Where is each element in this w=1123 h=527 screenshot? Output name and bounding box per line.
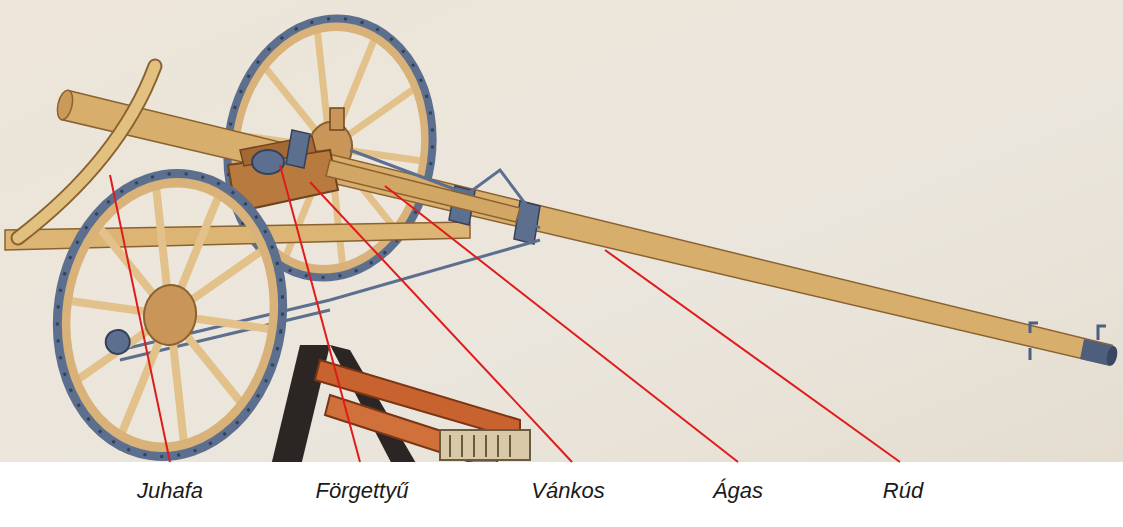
back-wheel xyxy=(211,5,449,291)
part-label: Rúd xyxy=(883,478,923,504)
partial-carriage xyxy=(270,345,530,462)
part-label: Förgettyű xyxy=(316,478,409,504)
pivot xyxy=(252,150,284,174)
pole-end-iron xyxy=(1030,323,1119,367)
leader-lines xyxy=(110,165,900,462)
parchment xyxy=(0,0,1123,462)
fork-arm xyxy=(326,160,520,222)
part-label: Ágas xyxy=(713,478,763,504)
juhafa-piece xyxy=(18,66,155,238)
iron-bands xyxy=(286,130,540,244)
part-label: Juhafa xyxy=(137,478,203,504)
part-label: Vánkos xyxy=(531,478,604,504)
front-wheel xyxy=(39,159,300,462)
